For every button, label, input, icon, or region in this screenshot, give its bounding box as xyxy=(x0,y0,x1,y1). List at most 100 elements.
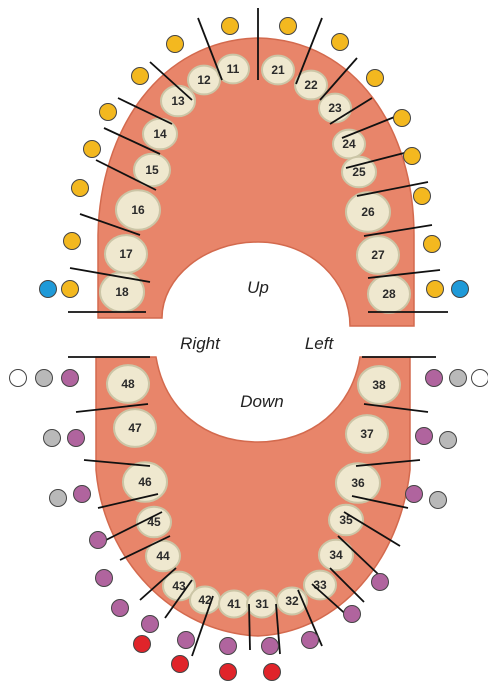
status-dot-purple-42 xyxy=(142,616,159,633)
tooth-37[interactable]: 37 xyxy=(346,415,388,453)
tooth-number: 26 xyxy=(361,205,375,219)
status-dot-red-31 xyxy=(220,664,237,681)
tooth-23[interactable]: 23 xyxy=(319,94,351,123)
status-dot-yellow-22 xyxy=(332,34,349,51)
status-dot-purple-36 xyxy=(406,486,423,503)
status-dot-purple-38 xyxy=(426,370,443,387)
tooth-number: 41 xyxy=(227,597,241,611)
status-dot-yellow-18 xyxy=(62,281,79,298)
status-dot-gray-47 xyxy=(44,430,61,447)
tooth-27[interactable]: 27 xyxy=(357,236,399,274)
status-dot-yellow-16 xyxy=(72,180,89,197)
tooth-number: 13 xyxy=(171,94,185,108)
status-dot-yellow-28 xyxy=(427,281,444,298)
status-dot-gray-48 xyxy=(36,370,53,387)
tooth-number: 16 xyxy=(131,203,145,217)
status-dot-yellow-27 xyxy=(424,236,441,253)
label-left: Left xyxy=(305,334,335,353)
tooth-number: 18 xyxy=(115,285,129,299)
tooth-number: 24 xyxy=(342,137,356,151)
tooth-18[interactable]: 18 xyxy=(100,272,144,312)
tooth-number: 36 xyxy=(351,476,365,490)
tooth-24[interactable]: 24 xyxy=(333,130,365,159)
tooth-number: 31 xyxy=(255,597,269,611)
tooth-number: 44 xyxy=(156,549,170,563)
tooth-33[interactable]: 33 xyxy=(304,571,336,600)
tooth-12[interactable]: 12 xyxy=(188,66,220,95)
tooth-number: 12 xyxy=(197,73,211,87)
status-dot-red-32 xyxy=(264,664,281,681)
status-dot-white-38 xyxy=(472,370,488,387)
tooth-number: 46 xyxy=(138,475,152,489)
status-dot-yellow-25 xyxy=(404,148,421,165)
status-dot-purple-37 xyxy=(416,428,433,445)
status-dot-purple-31 xyxy=(220,638,237,655)
status-dot-yellow-21 xyxy=(280,18,297,35)
status-dot-purple-48 xyxy=(62,370,79,387)
tooth-26[interactable]: 26 xyxy=(346,192,390,232)
status-dot-yellow-14 xyxy=(100,104,117,121)
status-dot-gray-36 xyxy=(430,492,447,509)
label-right: Right xyxy=(180,334,221,353)
status-dot-purple-47 xyxy=(68,430,85,447)
tooth-number: 28 xyxy=(382,287,396,301)
tooth-number: 15 xyxy=(145,163,159,177)
status-dot-blue-18 xyxy=(40,281,57,298)
tooth-41[interactable]: 41 xyxy=(219,591,249,618)
tooth-number: 25 xyxy=(352,165,366,179)
status-dot-yellow-24 xyxy=(394,110,411,127)
status-dot-purple-44 xyxy=(96,570,113,587)
tooth-number: 37 xyxy=(360,427,374,441)
tooth-number: 34 xyxy=(329,548,343,562)
tooth-number: 27 xyxy=(371,248,385,262)
tooth-number: 17 xyxy=(119,247,133,261)
separator-line xyxy=(249,604,250,650)
tooth-number: 23 xyxy=(328,101,342,115)
tooth-number: 32 xyxy=(285,594,299,608)
status-dot-yellow-26 xyxy=(414,188,431,205)
tooth-number: 47 xyxy=(128,421,142,435)
status-dot-yellow-11 xyxy=(222,18,239,35)
status-dot-red-41 xyxy=(172,656,189,673)
status-dot-purple-35 xyxy=(372,574,389,591)
status-dot-blue-28 xyxy=(452,281,469,298)
tooth-number: 45 xyxy=(147,515,161,529)
tooth-number: 48 xyxy=(121,377,135,391)
status-dot-purple-34 xyxy=(344,606,361,623)
tooth-number: 22 xyxy=(304,78,318,92)
tooth-28[interactable]: 28 xyxy=(368,275,410,313)
label-down: Down xyxy=(240,392,283,411)
tooth-16[interactable]: 16 xyxy=(116,190,160,230)
tooth-number: 35 xyxy=(339,513,353,527)
status-dot-yellow-12 xyxy=(167,36,184,53)
label-up: Up xyxy=(247,278,269,297)
status-dot-purple-43 xyxy=(112,600,129,617)
status-dot-yellow-15 xyxy=(84,141,101,158)
tooth-47[interactable]: 47 xyxy=(114,409,156,447)
tooth-13[interactable]: 13 xyxy=(161,86,195,117)
tooth-46[interactable]: 46 xyxy=(123,462,167,502)
status-dot-purple-33 xyxy=(302,632,319,649)
status-dot-purple-45 xyxy=(90,532,107,549)
tooth-17[interactable]: 17 xyxy=(105,235,147,273)
tooth-38[interactable]: 38 xyxy=(358,366,400,404)
status-dot-purple-46 xyxy=(74,486,91,503)
tooth-31[interactable]: 31 xyxy=(247,591,277,618)
tooth-48[interactable]: 48 xyxy=(107,365,149,403)
status-dot-gray-46 xyxy=(50,490,67,507)
status-dot-purple-32 xyxy=(262,638,279,655)
status-dot-white-48 xyxy=(10,370,27,387)
tooth-number: 33 xyxy=(313,578,327,592)
status-dot-gray-37 xyxy=(440,432,457,449)
tooth-number: 11 xyxy=(227,62,240,76)
status-dot-yellow-23 xyxy=(367,70,384,87)
tooth-42[interactable]: 42 xyxy=(190,587,220,614)
status-dot-purple-41 xyxy=(178,632,195,649)
tooth-21[interactable]: 21 xyxy=(262,56,294,85)
status-dot-red-42 xyxy=(134,636,151,653)
tooth-number: 21 xyxy=(271,63,285,77)
status-dot-gray-38 xyxy=(450,370,467,387)
status-dot-yellow-17 xyxy=(64,233,81,250)
tooth-number: 38 xyxy=(372,378,386,392)
